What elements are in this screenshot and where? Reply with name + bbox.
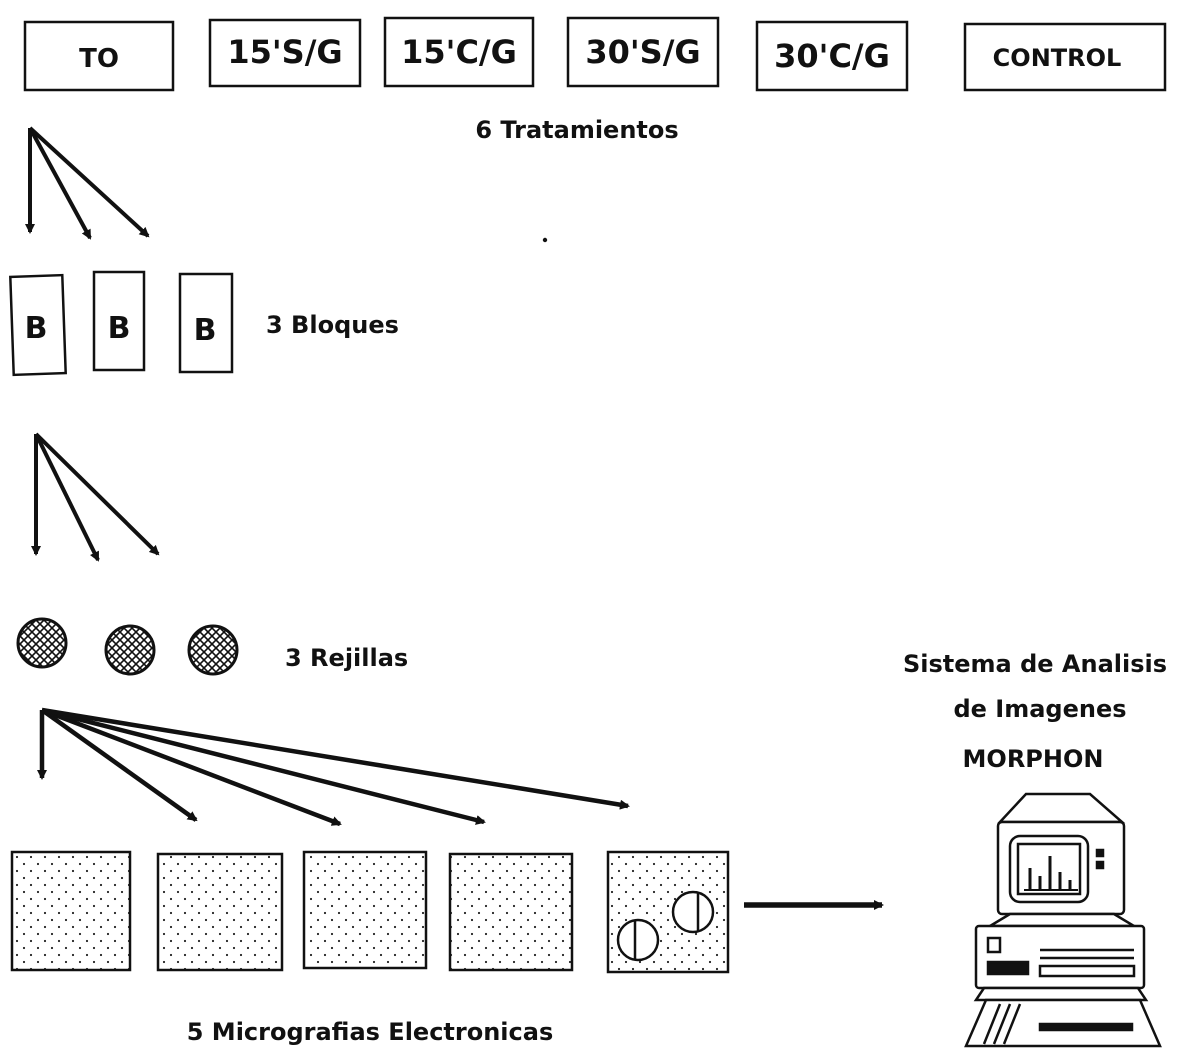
- stray-dot: [543, 238, 547, 242]
- treatment-label-0: TO: [79, 44, 119, 74]
- treatment-box-2: 15'C/G: [385, 18, 533, 86]
- treatment-label-2: 15'C/G: [401, 33, 517, 71]
- grids-caption: 3 Rejillas: [285, 644, 408, 672]
- micrographs-caption: 5 Micrografias Electronicas: [187, 1018, 554, 1046]
- treatment-box-3: 30'S/G: [568, 18, 718, 86]
- system-title-line-2: de Imagenes: [953, 695, 1126, 723]
- grid-1: [106, 626, 154, 674]
- treatment-label-5: CONTROL: [993, 44, 1122, 72]
- micrograph-4: [608, 852, 728, 972]
- treatment-box-0: TO: [25, 22, 173, 90]
- treatment-box-1: 15'S/G: [210, 20, 360, 86]
- block-letter-0: B: [25, 311, 48, 346]
- micrograph-1: [158, 854, 282, 970]
- micrograph-0: [12, 852, 130, 970]
- system-title-line-1: Sistema de Analisis: [903, 650, 1167, 678]
- arrows-grid-to-micrographs: [42, 710, 628, 824]
- blocks-caption: 3 Bloques: [266, 311, 399, 339]
- block-letter-1: B: [108, 311, 131, 346]
- treatment-label-3: 30'S/G: [585, 33, 700, 71]
- treatment-label-4: 30'C/G: [774, 37, 890, 75]
- treatment-label-1: 15'S/G: [227, 33, 342, 71]
- computer-icon: [966, 794, 1160, 1046]
- micrograph-2: [304, 852, 426, 968]
- arrows-treatment-to-blocks: [30, 128, 148, 238]
- treatment-box-5: CONTROL: [965, 24, 1165, 90]
- block-letter-2: B: [194, 313, 217, 348]
- block-0: B: [10, 275, 65, 375]
- treatment-box-4: 30'C/G: [757, 22, 907, 90]
- block-1: B: [94, 272, 144, 370]
- block-2: B: [180, 274, 232, 372]
- grid-2: [189, 626, 237, 674]
- arrows-block-to-grids: [36, 434, 158, 560]
- treatments-caption: 6 Tratamientos: [475, 116, 678, 144]
- micrograph-3: [450, 854, 572, 970]
- system-title-line-3: MORPHON: [963, 745, 1104, 773]
- grid-0: [18, 619, 66, 667]
